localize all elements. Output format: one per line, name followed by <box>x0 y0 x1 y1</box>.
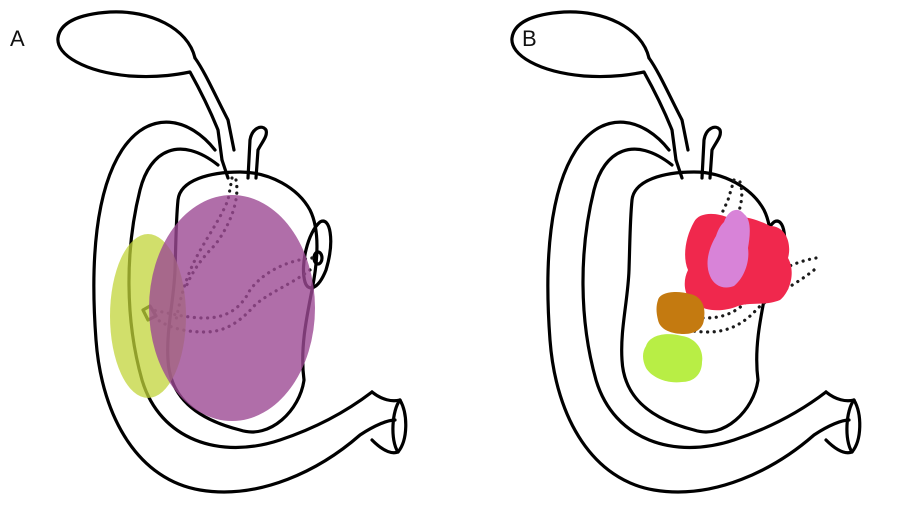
overlay-regions <box>110 195 315 421</box>
panel-b-diagram <box>454 0 907 511</box>
overlay-regions <box>643 210 792 383</box>
panel-a-diagram <box>0 0 453 511</box>
duodenum-end-ring <box>393 400 400 452</box>
bile-duct-outline <box>676 127 720 178</box>
purple-zone <box>149 195 315 421</box>
brown-zone <box>657 292 705 334</box>
gallbladder-outline <box>58 12 222 160</box>
lime-zone <box>643 334 702 382</box>
bile-duct-outline <box>222 127 266 178</box>
gallbladder-outline <box>512 12 676 160</box>
duodenum-end-ring <box>847 400 854 452</box>
